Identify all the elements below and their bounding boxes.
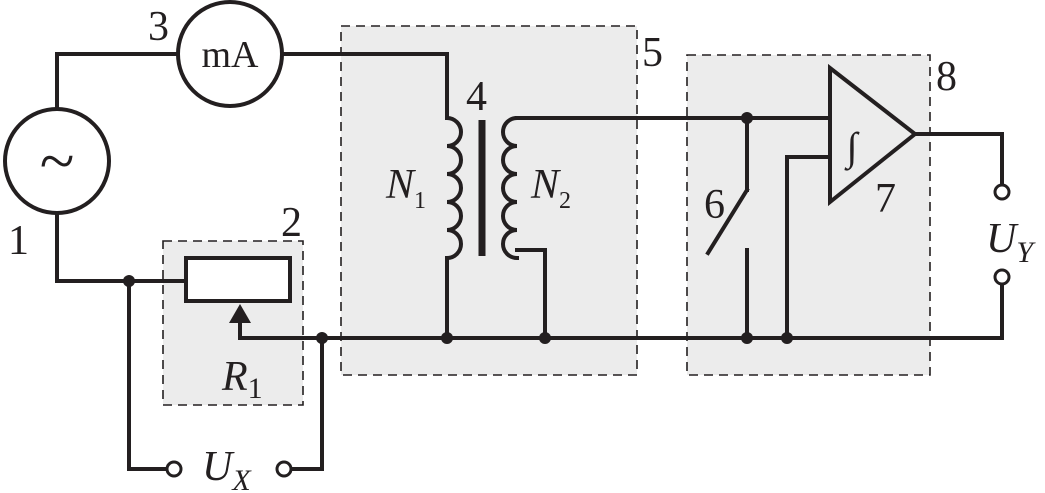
secondary-coil xyxy=(501,115,520,261)
label-ammeter: 3 xyxy=(148,4,169,50)
junction-dot xyxy=(441,332,453,344)
wire-ux-left xyxy=(127,279,170,471)
label-integrator-block: 8 xyxy=(936,54,957,100)
wire-source-top xyxy=(55,52,180,111)
common-line xyxy=(238,282,1004,340)
terminal-ux-left xyxy=(165,460,183,478)
primary-coil xyxy=(444,115,463,261)
label-transformer: 4 xyxy=(466,74,487,120)
wire-meter-to-primary xyxy=(280,52,449,120)
junction-dot xyxy=(741,332,753,344)
integrator-ref-input xyxy=(785,155,832,340)
label-r1: R1 xyxy=(221,354,263,405)
junction-dot xyxy=(123,275,135,287)
label-resistor-block: 2 xyxy=(281,200,302,246)
junction-dot xyxy=(539,332,551,344)
label-switch: 6 xyxy=(704,182,725,228)
label-n1: N1 xyxy=(385,162,426,214)
label-uy: UY xyxy=(986,216,1036,269)
switch-blade xyxy=(705,187,750,256)
wire-source-bottom xyxy=(55,211,188,283)
ac-source: ~ xyxy=(3,107,111,215)
milliammeter: mA xyxy=(176,0,284,108)
resistor-wiper-arrow xyxy=(229,304,251,323)
label-ux: UX xyxy=(202,444,252,493)
terminal-uy-bottom xyxy=(993,268,1011,286)
wire-ux-right xyxy=(288,336,324,471)
integrator-block xyxy=(686,54,931,376)
meter-label: mA xyxy=(202,34,260,76)
terminal-uy-top xyxy=(993,183,1011,201)
junction-dot xyxy=(316,332,328,344)
integrator-output xyxy=(913,132,1004,187)
transformer-block xyxy=(340,25,638,376)
integrator-triangle xyxy=(828,63,919,207)
junction-dot xyxy=(781,332,793,344)
secondary-bottom xyxy=(515,248,547,340)
junction-dot xyxy=(741,112,753,124)
label-transformer-block: 5 xyxy=(642,30,663,76)
integral-symbol: ∫ xyxy=(844,124,861,171)
source-symbol: ~ xyxy=(40,125,75,196)
resistor-r1 xyxy=(184,256,292,303)
terminal-ux-right xyxy=(275,460,293,478)
label-source: 1 xyxy=(8,218,29,264)
label-n2: N2 xyxy=(530,162,571,214)
label-integrator: 7 xyxy=(875,176,896,222)
